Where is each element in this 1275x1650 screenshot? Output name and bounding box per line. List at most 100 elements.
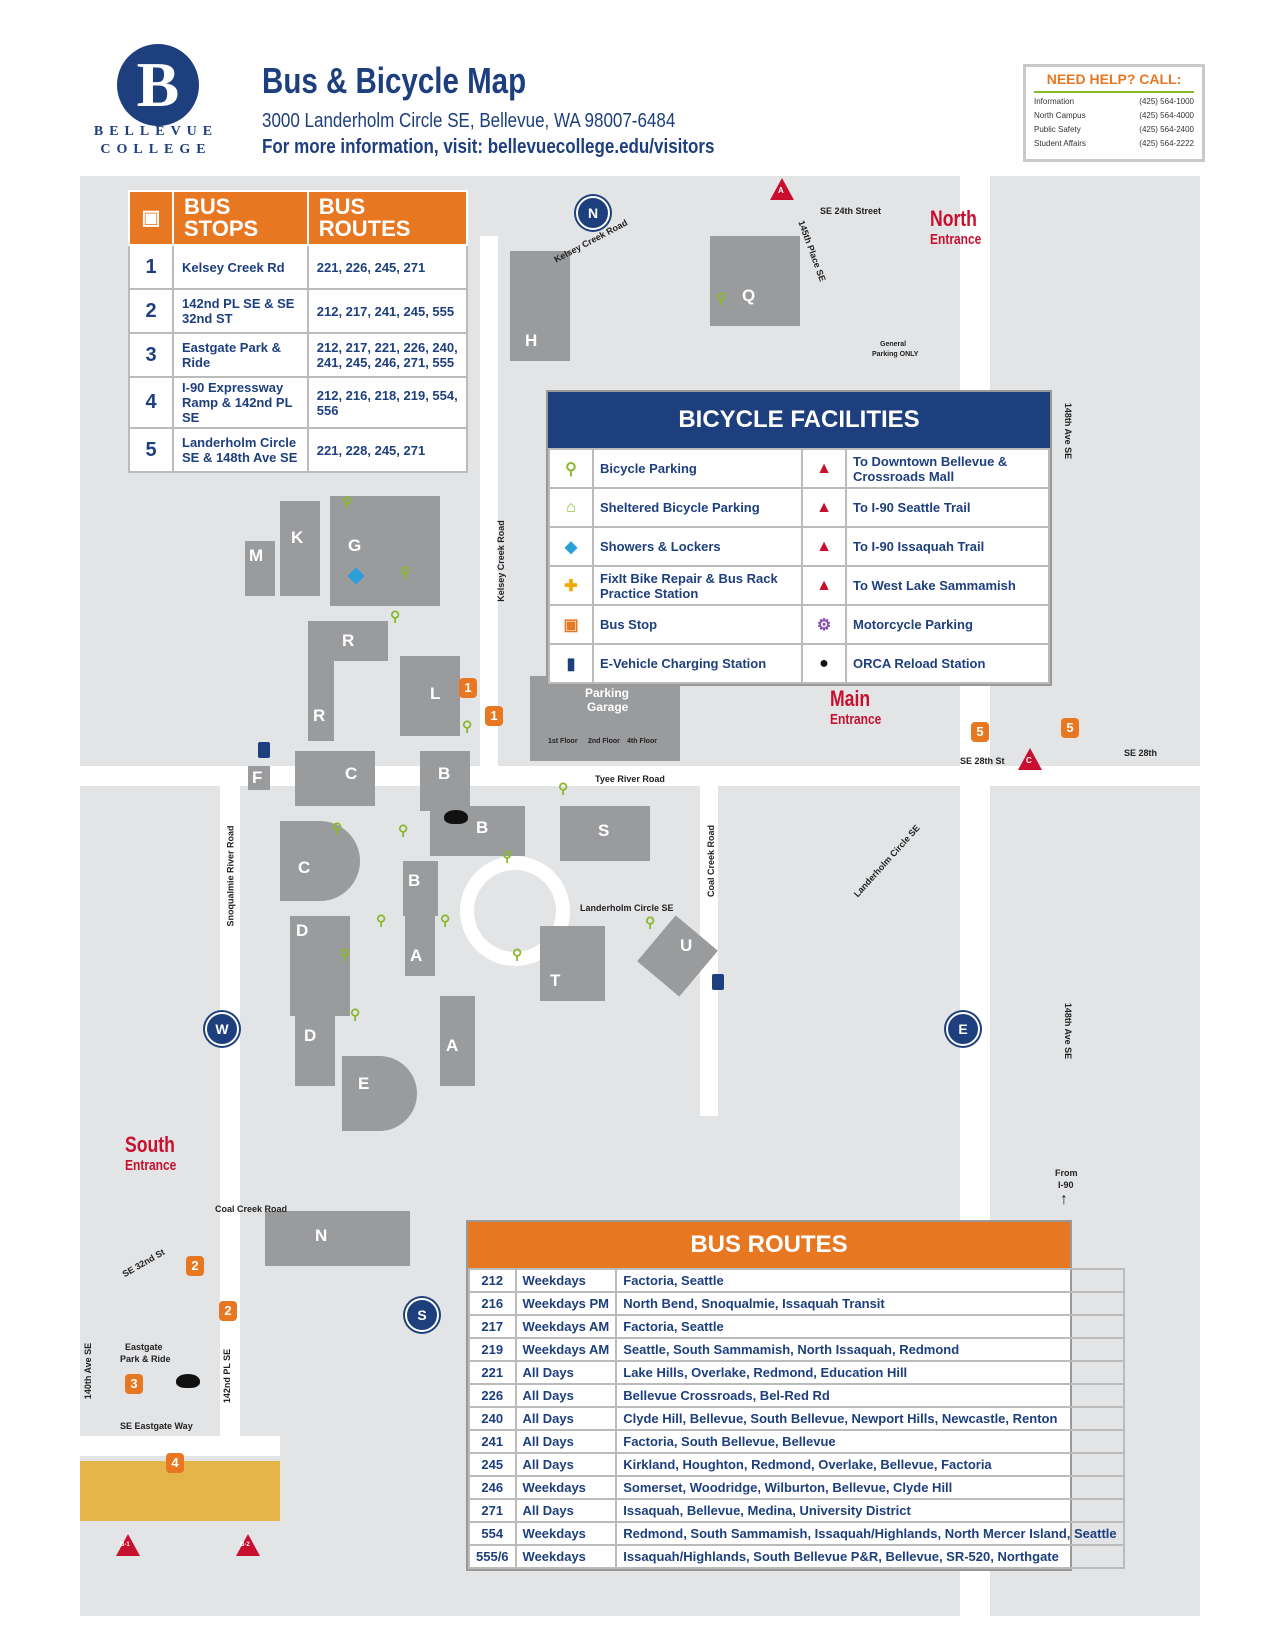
building-label: B: [408, 871, 421, 890]
label-tyee-river: Tyee River Road: [595, 774, 665, 784]
building-a-south[interactable]: [440, 996, 475, 1086]
building-f[interactable]: [248, 766, 270, 790]
building-g[interactable]: [330, 496, 440, 606]
building-e[interactable]: [342, 1056, 417, 1131]
route-days: Weekdays: [514, 1268, 618, 1293]
legend-row: ▣Bus Stop ⚙Motorcycle Parking: [548, 604, 1051, 645]
label-parking-only: Parking ONLY: [872, 351, 919, 358]
building-c-south[interactable]: [280, 821, 360, 901]
building-b-north[interactable]: [420, 751, 470, 811]
help-label: Information: [1034, 97, 1075, 106]
building-s[interactable]: [560, 806, 650, 861]
trail-marker-label: B-2: [240, 1542, 250, 1548]
route-number: 226: [468, 1383, 517, 1408]
bus-stop-marker[interactable]: 5: [1061, 718, 1079, 738]
label-se24th: SE 24th Street: [820, 206, 882, 216]
bus-stop-marker[interactable]: 1: [459, 678, 477, 698]
building-h[interactable]: [510, 251, 570, 361]
help-title: NEED HELP? CALL:: [1046, 71, 1182, 87]
bus-stop-marker[interactable]: 1: [485, 706, 503, 726]
legend-label: Showers & Lockers: [592, 526, 803, 567]
legend-label: ORCA Reload Station: [844, 643, 1051, 684]
bus-stop-marker[interactable]: 4: [166, 1453, 184, 1473]
bus-stop-marker[interactable]: 3: [125, 1374, 143, 1394]
label-se28: SE 28th: [1124, 748, 1158, 758]
building-r-south[interactable]: [308, 661, 334, 741]
bike-parking-icon: ⚲: [340, 946, 351, 962]
bus-stop-marker[interactable]: 5: [971, 722, 989, 742]
trail-b2-icon: ▲: [800, 526, 847, 567]
trail-marker-label: C: [1026, 756, 1032, 765]
help-phone[interactable]: (425) 564-2222: [1139, 139, 1194, 148]
stop-number: 1: [128, 244, 174, 290]
route-number: 241: [468, 1429, 517, 1454]
route-days: All Days: [514, 1406, 618, 1431]
legend-label: E-Vehicle Charging Station: [592, 643, 803, 684]
logo-wordmark-line2: COLLEGE: [100, 142, 212, 157]
label-general: General: [880, 341, 907, 348]
ev-charging-icon: [712, 974, 724, 990]
label-landerholm-circle: Landerholm Circle SE: [851, 822, 922, 900]
page-title: Bus & Bicycle Map: [262, 60, 527, 101]
building-b-south[interactable]: [403, 861, 438, 916]
label-145th: 145th Place SE: [796, 219, 828, 283]
ev-charging-icon: ▮: [548, 643, 594, 684]
route-number: 271: [468, 1498, 517, 1523]
building-d-north[interactable]: [290, 916, 350, 1016]
sheltered-bike-icon: ⌂: [548, 487, 594, 528]
bike-parking-icon: ⚲: [350, 1006, 361, 1022]
building-c-north[interactable]: [295, 751, 375, 806]
garage-floor-4: 4th Floor: [627, 738, 657, 745]
route-destinations: Factoria, South Bellevue, Bellevue: [615, 1429, 1125, 1454]
info-link[interactable]: For more information, visit: bellevuecol…: [262, 136, 715, 158]
label-park-ride: Park & Ride: [120, 1354, 171, 1364]
stop-name: I-90 Expressway Ramp & 142nd PL SE: [172, 376, 309, 429]
bus-stop-marker[interactable]: 2: [219, 1301, 237, 1321]
label-140th: 140th Ave SE: [83, 1342, 94, 1400]
help-phone[interactable]: (425) 564-4000: [1139, 111, 1194, 120]
help-row: Information (425) 564-1000: [1034, 97, 1194, 106]
help-phone[interactable]: (425) 564-1000: [1139, 97, 1194, 106]
building-k[interactable]: [280, 501, 320, 596]
label-se28th: SE 28th St: [960, 756, 1005, 766]
legend-label: Sheltered Bicycle Parking: [592, 487, 803, 528]
route-days: Weekdays: [514, 1544, 618, 1569]
garage-title: Parking: [585, 686, 630, 700]
routes-title: BUS ROUTES: [468, 1222, 1070, 1268]
building-q[interactable]: [710, 236, 800, 326]
building-n[interactable]: [265, 1211, 410, 1266]
column-header-stops: BUS STOPS: [172, 190, 309, 246]
help-phone[interactable]: (425) 564-2400: [1139, 125, 1194, 134]
building-m[interactable]: [245, 541, 275, 596]
trail-marker-b1-icon: [116, 1534, 140, 1556]
building-label: D: [296, 921, 309, 940]
building-r-north[interactable]: [308, 621, 388, 661]
building-label: E: [358, 1074, 370, 1093]
label-from: From: [1055, 1168, 1078, 1178]
help-box: NEED HELP? CALL: Information (425) 564-10…: [1023, 64, 1205, 162]
route-number: 240: [468, 1406, 517, 1431]
route-destinations: Issaquah, Bellevue, Medina, University D…: [615, 1498, 1125, 1523]
compass-south-icon: S: [405, 1298, 439, 1332]
building-a-north[interactable]: [405, 916, 435, 976]
building-t[interactable]: [540, 926, 605, 1001]
building-d-south[interactable]: [295, 1016, 335, 1086]
stop-number: 5: [128, 427, 174, 473]
compass-north-icon: N: [576, 196, 610, 230]
parking-garage[interactable]: [530, 676, 680, 761]
route-number: 246: [468, 1475, 517, 1500]
bus-stop-marker[interactable]: 2: [186, 1256, 204, 1276]
compass-east-icon: E: [946, 1012, 980, 1046]
building-label: S: [598, 821, 610, 840]
trail-marker-label: B-1: [120, 1542, 130, 1548]
building-l[interactable]: [400, 656, 460, 736]
legend-row: ⌂Sheltered Bicycle Parking ▲To I-90 Seat…: [548, 487, 1051, 528]
building-label: N: [315, 1226, 328, 1245]
